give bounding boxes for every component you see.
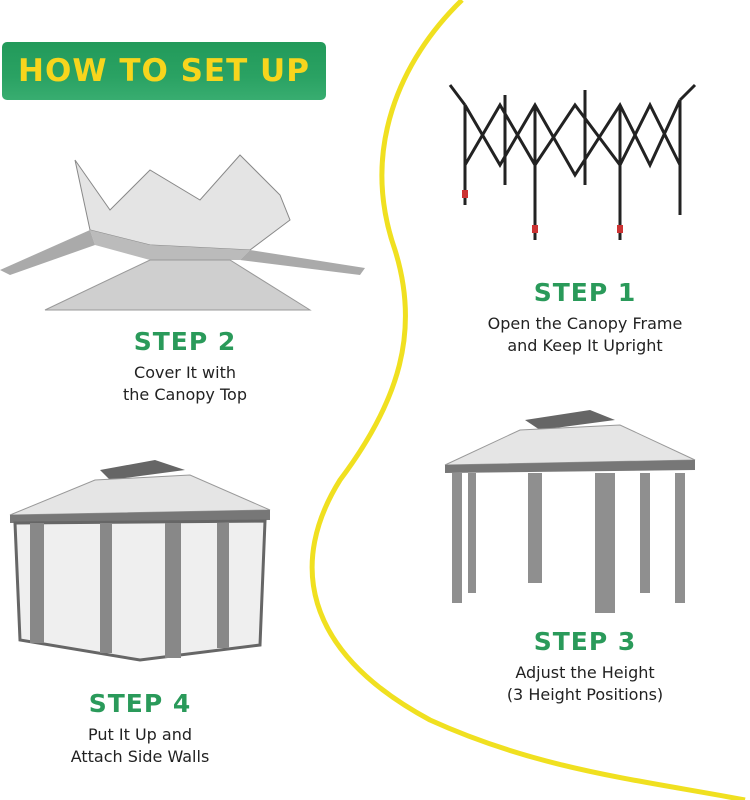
step-1-line2: and Keep It Upright xyxy=(507,336,663,355)
step-2-line1: Cover It with xyxy=(134,363,236,382)
step-3: STEP 3 Adjust the Height (3 Height Posit… xyxy=(455,627,715,706)
canopy-cover-image xyxy=(0,154,365,311)
step-1-line1: Open the Canopy Frame xyxy=(487,314,683,333)
step-3-line2: (3 Height Positions) xyxy=(506,685,664,704)
step-1-title: STEP 1 xyxy=(533,278,637,307)
banner-title: HOW TO SET UP xyxy=(18,53,310,89)
step-4: STEP 4 Put It Up and Attach Side Walls xyxy=(25,689,255,768)
step-2-title: STEP 2 xyxy=(133,327,237,356)
step-3-title: STEP 3 xyxy=(533,627,637,656)
step-4-line1: Put It Up and xyxy=(88,725,192,744)
how-to-set-up-banner: HOW TO SET UP xyxy=(2,42,326,100)
canopy-frame-image xyxy=(448,83,697,240)
gazebo-with-walls-image xyxy=(9,460,271,662)
gazebo-adjusted-image xyxy=(444,410,696,613)
step-2-line2: the Canopy Top xyxy=(123,385,247,404)
step-4-line2: Attach Side Walls xyxy=(70,747,210,766)
step-1: STEP 1 Open the Canopy Frame and Keep It… xyxy=(455,278,715,357)
step-2: STEP 2 Cover It with the Canopy Top xyxy=(70,327,300,406)
step-4-title: STEP 4 xyxy=(88,689,192,718)
step-3-line1: Adjust the Height xyxy=(515,663,655,682)
